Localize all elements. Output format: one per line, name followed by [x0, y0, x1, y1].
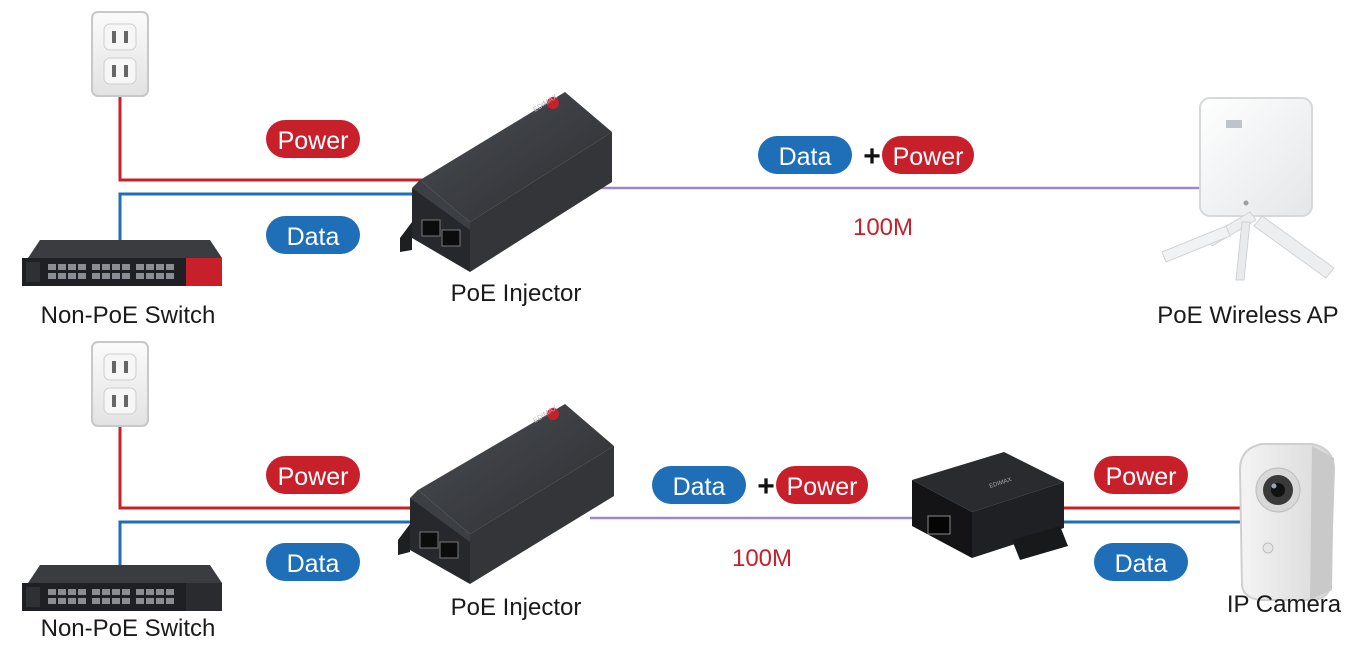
wall-outlet-icon [91, 341, 149, 427]
top-scenario: EDIMAX Power Data Data + Power [22, 11, 1339, 329]
top-switch-caption: Non-PoE Switch [41, 302, 216, 329]
top-combined-power-pill: Power [882, 136, 974, 174]
bottom-switch-caption: Non-PoE Switch [41, 615, 216, 642]
bottom-power-pill: Power [266, 456, 360, 494]
top-speed-label: 100M [853, 214, 913, 241]
bottom-scenario: EDIMAX EDIMAX Power Data [22, 341, 1342, 642]
ip-camera-icon [1238, 443, 1336, 601]
poe-splitter-icon: EDIMAX [912, 452, 1068, 560]
bottom-splitter-data-pill: Data [1094, 543, 1188, 581]
top-data-cable [118, 192, 428, 240]
poe-injector-icon: EDIMAX [400, 92, 612, 272]
top-data-pill: Data [266, 216, 360, 254]
switch-icon [22, 240, 222, 286]
bottom-endpoint-caption: IP Camera [1227, 591, 1342, 618]
top-injector-caption: PoE Injector [451, 280, 582, 307]
switch-icon [22, 565, 222, 611]
bottom-splitter-power-pill: Power [1094, 456, 1188, 494]
top-plus-sign: + [863, 140, 881, 173]
top-combined-data-pill: Data [758, 136, 852, 174]
bottom-power-cable [118, 425, 418, 510]
top-power-pill: Power [266, 120, 360, 158]
wireless-ap-icon [1161, 97, 1335, 281]
bottom-splitter-power-label: Power [1106, 463, 1177, 491]
bottom-combined-data-pill: Data [652, 466, 746, 504]
top-combined-power-label: Power [893, 143, 964, 171]
bottom-data-label: Data [287, 550, 340, 578]
bottom-combined-power-label: Power [787, 473, 858, 501]
bottom-injector-caption: PoE Injector [451, 594, 582, 621]
bottom-data-cable [118, 520, 418, 565]
wall-outlet-icon [91, 11, 149, 97]
top-power-cable [118, 95, 428, 182]
bottom-speed-label: 100M [732, 545, 792, 572]
bottom-power-label: Power [278, 463, 349, 491]
bottom-combined-data-label: Data [673, 473, 726, 501]
top-power-label: Power [278, 127, 349, 155]
bottom-combined-power-pill: Power [776, 466, 868, 504]
bottom-plus-sign: + [757, 470, 775, 503]
top-combined-data-label: Data [779, 143, 832, 171]
bottom-data-pill: Data [266, 543, 360, 581]
top-endpoint-caption: PoE Wireless AP [1157, 302, 1338, 329]
poe-injector-icon: EDIMAX [398, 404, 614, 584]
bottom-splitter-data-label: Data [1115, 550, 1168, 578]
top-data-label: Data [287, 223, 340, 251]
